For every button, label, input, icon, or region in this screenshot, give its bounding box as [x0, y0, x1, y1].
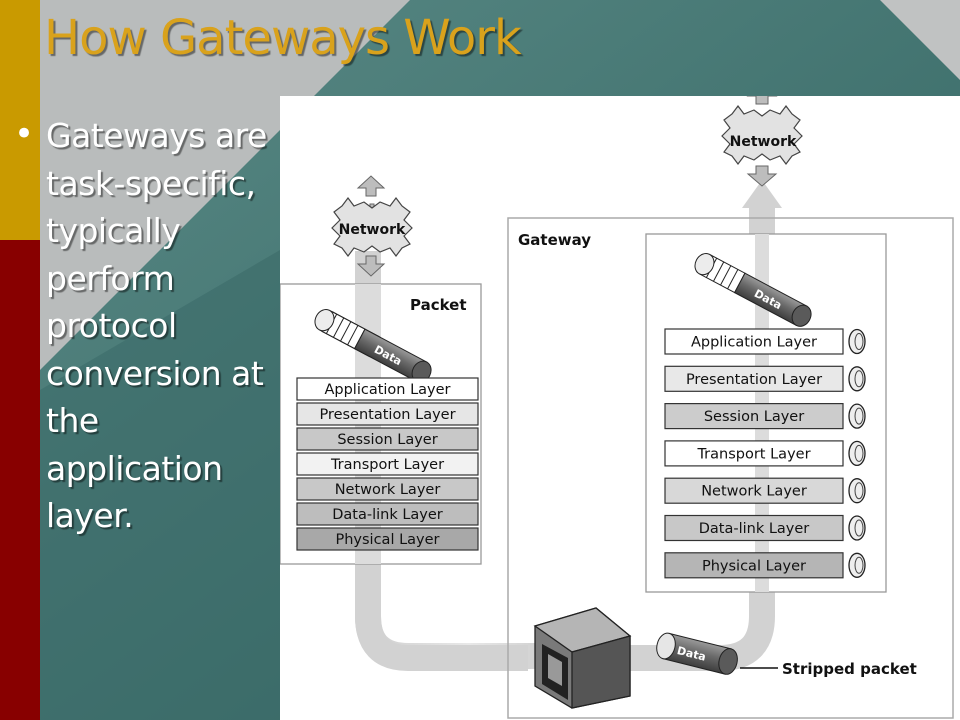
packet-stack-layer-physical-layer: [296, 527, 479, 551]
packet-stack-layer-transport-layer: [296, 452, 479, 476]
packet-stack-layer-session-layer: [296, 427, 479, 451]
arrow-head-icon: [742, 180, 782, 208]
gateway-stack-layer-session-layer: [664, 403, 844, 430]
gateway-diagram: Gateway Packet Network Network: [280, 96, 960, 720]
data-packet-right: Data: [694, 253, 812, 327]
packet-stack-label-application-layer: Application Layer: [324, 382, 450, 398]
bullet-dot: •: [14, 114, 35, 154]
gateway-stack-label-application-layer: Application Layer: [691, 335, 817, 351]
gateway-stack-ring-icon: [848, 366, 866, 392]
gateway-device-icon: [533, 607, 632, 709]
packet-stack-label-presentation-layer: Presentation Layer: [319, 407, 455, 423]
gateway-stack-ring-icon: [848, 552, 866, 578]
gateway-stack-ring-icon: [848, 403, 866, 429]
packet-stack-label-transport-layer: Transport Layer: [330, 457, 444, 473]
gateway-stack-layer-transport-layer: [664, 440, 844, 467]
gray-triangle-right: [880, 0, 960, 80]
gold-strip: [0, 0, 40, 240]
stripped-packet-label: Stripped packet: [782, 660, 917, 678]
packet-stack-layer-network-layer: [296, 477, 479, 501]
network-label-left: Network: [339, 222, 406, 238]
gateway-stack-label-data-link-layer: Data-link Layer: [699, 521, 810, 537]
gateway-stack-label-network-layer: Network Layer: [701, 484, 807, 500]
data-packet-stripped: Data: [656, 632, 738, 675]
packet-stack-label-data-link-layer: Data-link Layer: [332, 507, 443, 523]
diagram-canvas: Gateway Packet Network Network: [280, 96, 954, 719]
data-packet-left: Data: [314, 307, 432, 383]
gateway-stack-label-presentation-layer: Presentation Layer: [686, 372, 822, 388]
network-label-right: Network: [730, 134, 797, 150]
gateway-stack-ring-icon: [848, 515, 866, 541]
packet-label: Packet: [410, 296, 467, 314]
gateway-stack-ring-icon: [848, 440, 866, 467]
gateway-stack-layer-data-link-layer: [664, 514, 844, 542]
gateway-stack-label-session-layer: Session Layer: [704, 409, 804, 425]
gateway-stack-layer-physical-layer: [664, 552, 844, 579]
gateway-stack-layer-presentation-layer: [664, 365, 844, 392]
network-icon-left: Network: [331, 175, 413, 277]
gateway-stack-label-transport-layer: Transport Layer: [696, 446, 810, 462]
gateway-label: Gateway: [518, 231, 591, 249]
gateway-stack-ring-icon: [848, 328, 866, 355]
network-icon-right: Network: [721, 96, 803, 187]
packet-stack-layer-presentation-layer: [296, 402, 479, 426]
red-strip: [0, 240, 40, 720]
gateway-stack-layer-application-layer: [664, 328, 844, 355]
bullet-text: Gateways are task-specific, typically pe…: [46, 116, 267, 535]
gateway-stack-layer-network-layer: [664, 477, 844, 504]
packet-stack-label-physical-layer: Physical Layer: [335, 532, 439, 548]
packet-stack-label-session-layer: Session Layer: [337, 432, 437, 448]
gray-triangle-left: [40, 0, 410, 370]
gateway-stack-ring-icon: [848, 478, 866, 504]
packet-stack-layer-data-link-layer: [296, 502, 479, 526]
gateway-stack-label-physical-layer: Physical Layer: [702, 558, 806, 574]
gateway-box: [507, 217, 954, 719]
packet-stack-layer-application-layer: [296, 377, 479, 401]
packet-stack-label-network-layer: Network Layer: [335, 482, 441, 498]
slide-title: How Gateways Work: [44, 10, 522, 66]
